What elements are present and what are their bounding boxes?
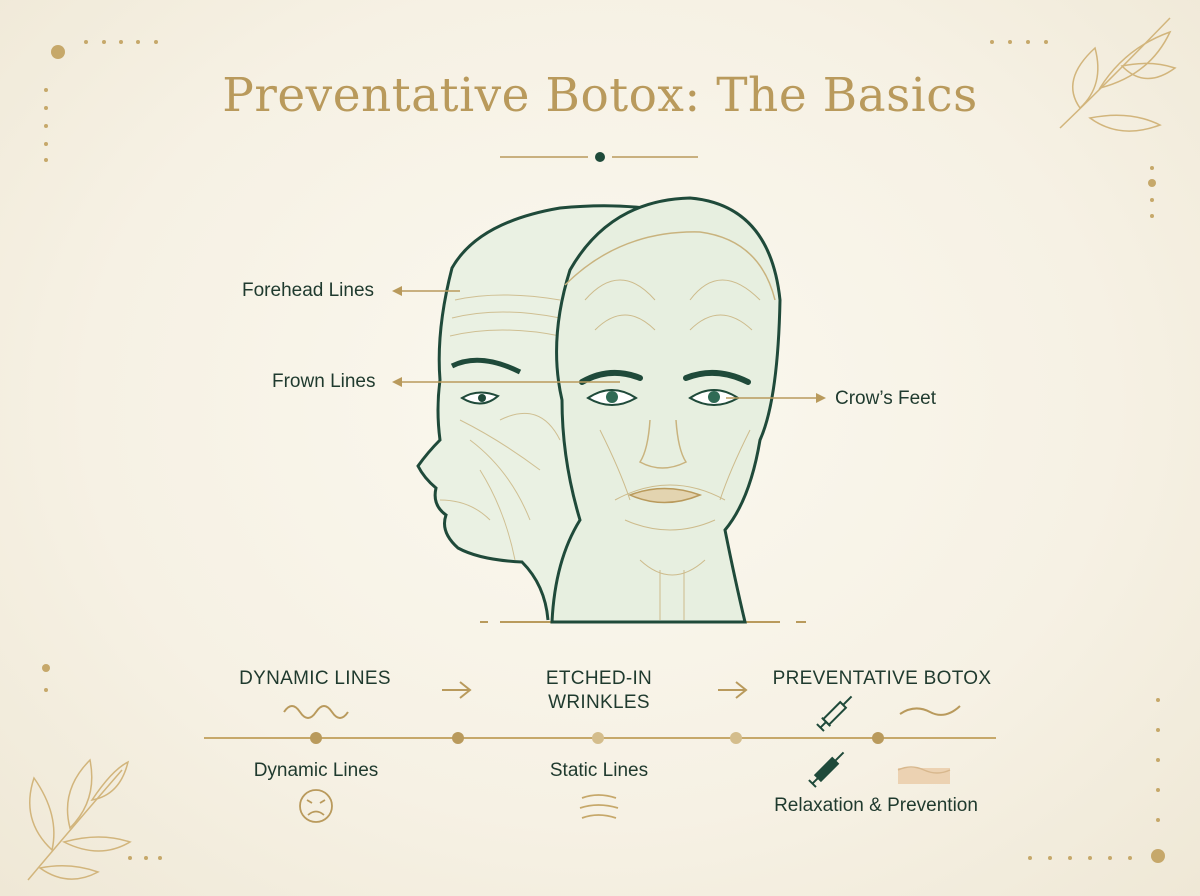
stage-heading-preventative-botox: PREVENTATIVE BOTOX [772,668,992,689]
wave-line-icon [899,705,961,716]
face-illustration [416,196,806,624]
stage-sub-dynamic-lines: Dynamic Lines [253,760,379,781]
leaf-sprig-bottom-left-icon [27,758,132,881]
stage-heading-dynamic-lines: DYNAMIC LINES [239,668,391,689]
flow-arrows [442,681,748,699]
squiggle-lines-icon [283,705,349,719]
front-head [550,196,782,624]
title-divider [500,152,698,162]
corner-dots-top-left [44,40,158,162]
frown-lines-label: Frown Lines [272,371,376,392]
corner-dots-bottom-left [42,664,162,860]
corner-dots-top-right [990,40,1156,218]
corner-dots-bottom-right [1028,698,1165,863]
stage-sub-relaxation-prevention: Relaxation & Prevention [774,795,978,816]
timeline [204,732,996,744]
stage-sub-static-lines: Static Lines [549,760,649,781]
crows-feet-label: Crow’s Feet [835,388,937,409]
forehead-lines-label: Forehead Lines [242,280,375,301]
smooth-skin-icon [897,766,951,784]
stage-heading-etched-in-wrinkles: ETCHED-IN WRINKLES [508,667,690,715]
syringe-icon [816,695,853,732]
syringe-icon [808,751,845,788]
annotation-arrows [392,286,826,403]
page-title: Preventative Botox: The Basics [222,68,978,123]
static-lines-icon [579,794,619,819]
leaf-sprig-top-right-icon [1059,17,1177,132]
stage-heading-line-1: ETCHED-IN [545,668,653,689]
frown-face-icon [299,789,333,823]
stage-heading-line-2: WRINKLES [548,692,650,713]
